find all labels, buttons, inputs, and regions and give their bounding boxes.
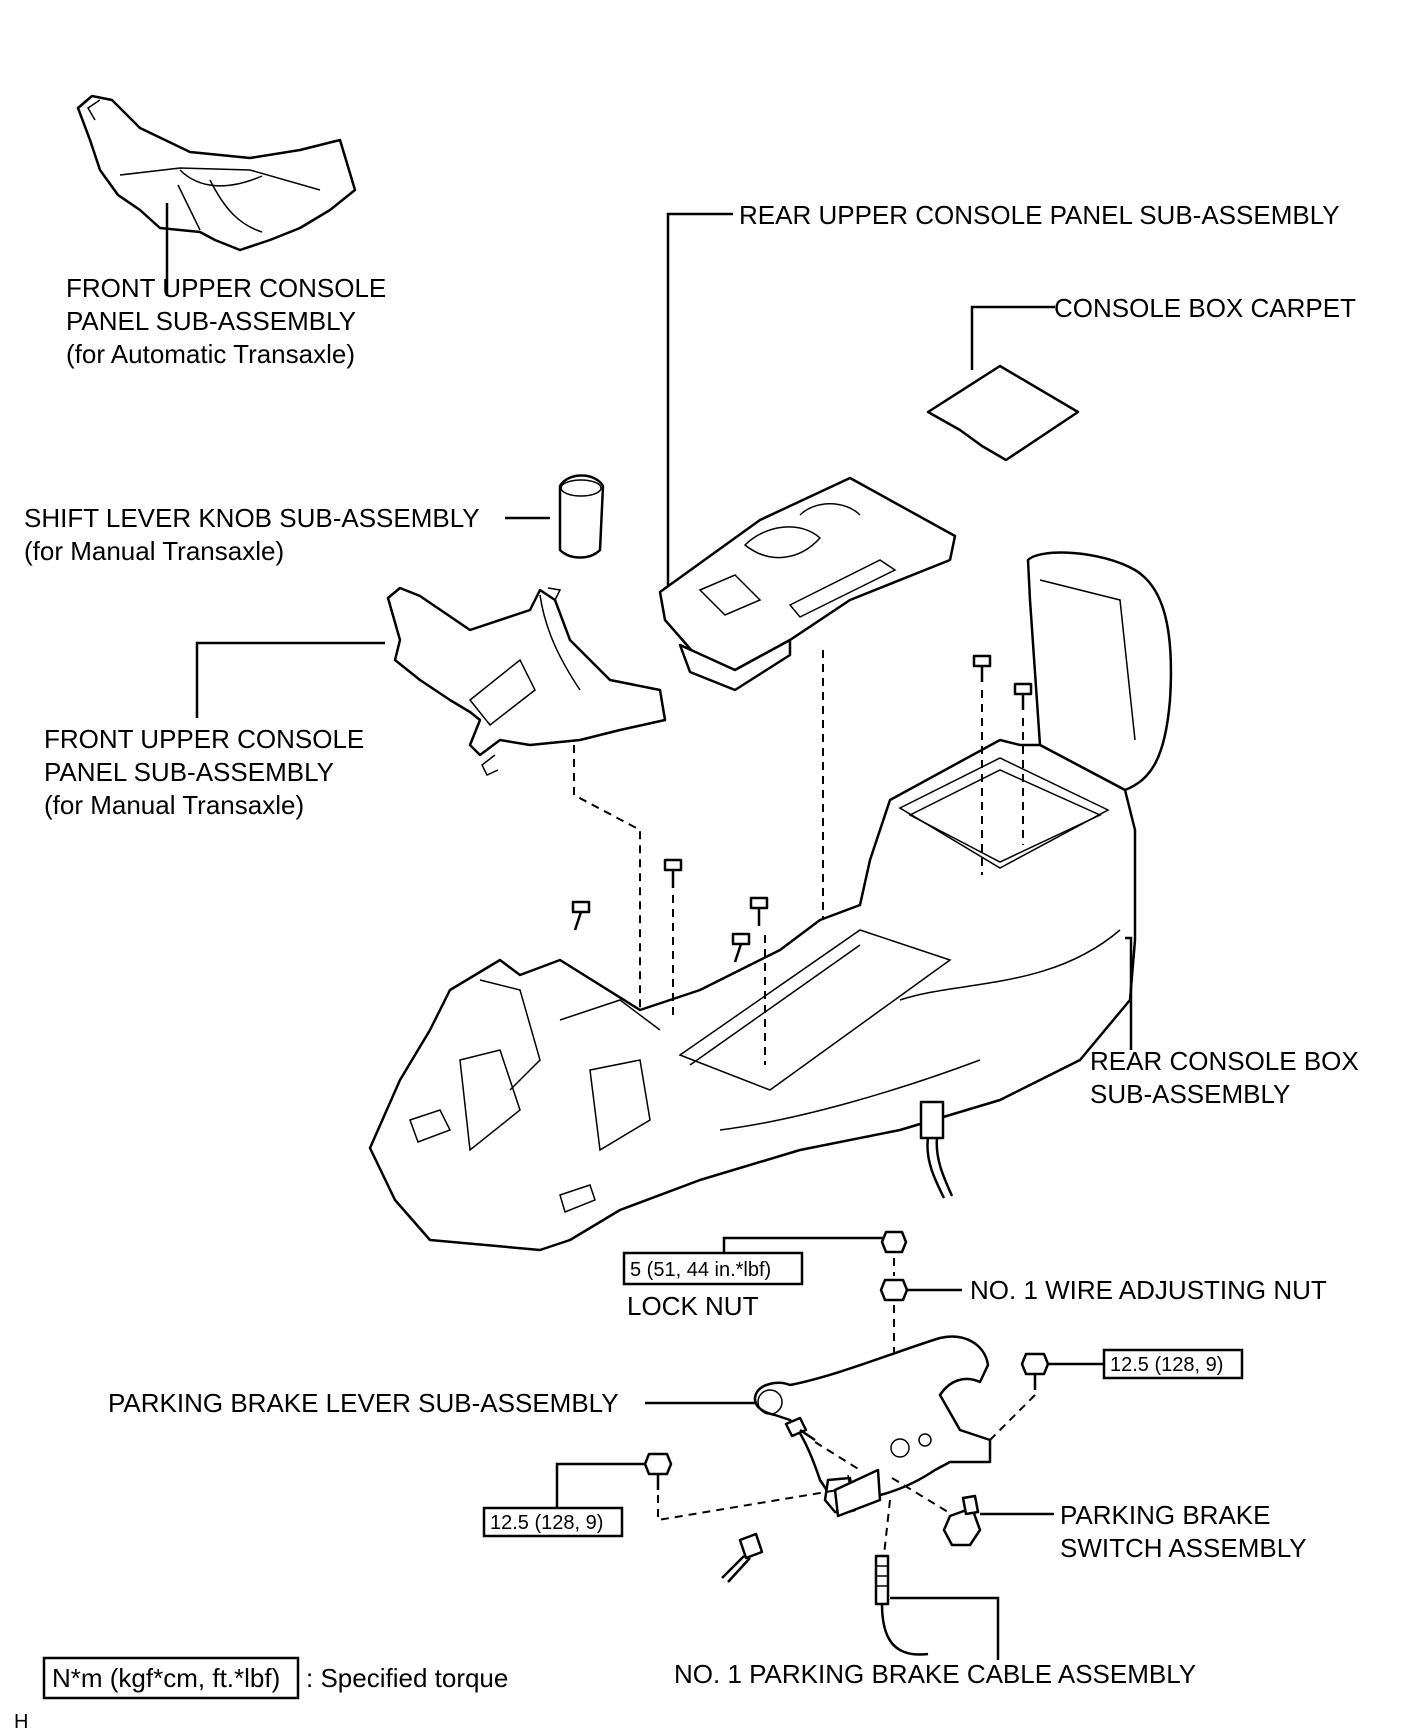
torque-lock-nut: 5 (51, 44 in.*lbf) (630, 1259, 771, 1281)
screw-5 (571, 900, 591, 931)
cable-dashline (883, 1499, 891, 1556)
label-parking-brake-switch-2: SWITCH ASSEMBLY (1060, 1533, 1307, 1563)
lever-bolt-left (643, 1452, 673, 1490)
label-front-upper-at-1: FRONT UPPER CONSOLE (66, 273, 386, 303)
screw-2 (1013, 682, 1033, 710)
label-lock-nut: LOCK NUT (627, 1291, 759, 1321)
torque-lever-right: 12.5 (128, 9) (1110, 1354, 1223, 1376)
label-parking-brake-cable: NO. 1 PARKING BRAKE CABLE ASSEMBLY (674, 1659, 1196, 1689)
legend-units: N*m (kgf*cm, ft.*lbf) (52, 1663, 280, 1693)
lever-pin-bolt (784, 1416, 816, 1442)
front-upper-mt-dashline (573, 745, 641, 1010)
lever-right-dashline (989, 1394, 1036, 1441)
label-shift-knob-2: (for Manual Transaxle) (24, 536, 284, 566)
label-rear-console-box-1: REAR CONSOLE BOX (1090, 1046, 1359, 1076)
torque-box-lock-nut (622, 1251, 804, 1286)
screw-3 (663, 858, 683, 888)
screw-6 (731, 932, 751, 963)
lock-nut-leader (722, 1236, 894, 1253)
label-front-upper-at-2: PANEL SUB-ASSEMBLY (66, 306, 356, 336)
pin-bolt-dashline (814, 1441, 861, 1471)
switch-connector (919, 1100, 954, 1199)
screw-1 (972, 654, 992, 682)
switch-dashline (891, 1477, 949, 1513)
legend-torque-box (42, 1656, 300, 1700)
label-rear-upper-panel: REAR UPPER CONSOLE PANEL SUB-ASSEMBLY (739, 200, 1340, 230)
console-screw-group (571, 654, 1033, 963)
label-parking-brake-switch-1: PARKING BRAKE (1060, 1500, 1270, 1530)
label-front-upper-mt-2: PANEL SUB-ASSEMBLY (44, 757, 334, 787)
label-parking-brake-lever: PARKING BRAKE LEVER SUB-ASSEMBLY (108, 1388, 619, 1418)
console-box-carpet-leader (970, 305, 1055, 370)
label-front-upper-mt-1: FRONT UPPER CONSOLE (44, 724, 364, 754)
corner-mark: H (14, 1711, 28, 1733)
bottom-connector (721, 1532, 764, 1583)
rear-console-box-part (368, 551, 1173, 1252)
lock-nut-part (880, 1230, 908, 1254)
parking-brake-switch-part (942, 1494, 982, 1547)
torque-lever-left: 12.5 (128, 9) (490, 1512, 603, 1534)
rear-console-box-leader (1125, 936, 1133, 1050)
rear-upper-panel-leader (666, 212, 733, 598)
label-rear-console-box-2: SUB-ASSEMBLY (1090, 1079, 1290, 1109)
front-upper-mt-leader (195, 641, 385, 718)
label-front-upper-at-3: (for Automatic Transaxle) (66, 339, 355, 369)
torque-box-lever-right (1102, 1348, 1244, 1380)
label-front-upper-mt-3: (for Manual Transaxle) (44, 790, 304, 820)
label-wire-adjusting-nut: NO. 1 WIRE ADJUSTING NUT (970, 1275, 1327, 1305)
lever-left-torque-leader (555, 1462, 645, 1508)
lever-bolt-right (1020, 1352, 1050, 1390)
torque-box-lever-left (482, 1506, 624, 1538)
parking-brake-cable-part (874, 1554, 929, 1656)
screw-4 (749, 896, 769, 926)
front-upper-console-at-part (76, 94, 357, 252)
rear-upper-console-panel-part (658, 476, 957, 692)
wire-adjusting-nut-part (879, 1278, 909, 1302)
label-shift-knob-1: SHIFT LEVER KNOB SUB-ASSEMBLY (24, 503, 480, 533)
lever-left-dashline (657, 1489, 839, 1522)
console-box-carpet-part (926, 364, 1080, 462)
legend-text: : Specified torque (306, 1663, 508, 1693)
label-console-box-carpet: CONSOLE BOX CARPET (1054, 293, 1356, 323)
front-upper-console-mt-part (386, 586, 667, 776)
parking-brake-cable-leader (890, 1596, 1000, 1660)
shift-knob-part (558, 474, 605, 559)
